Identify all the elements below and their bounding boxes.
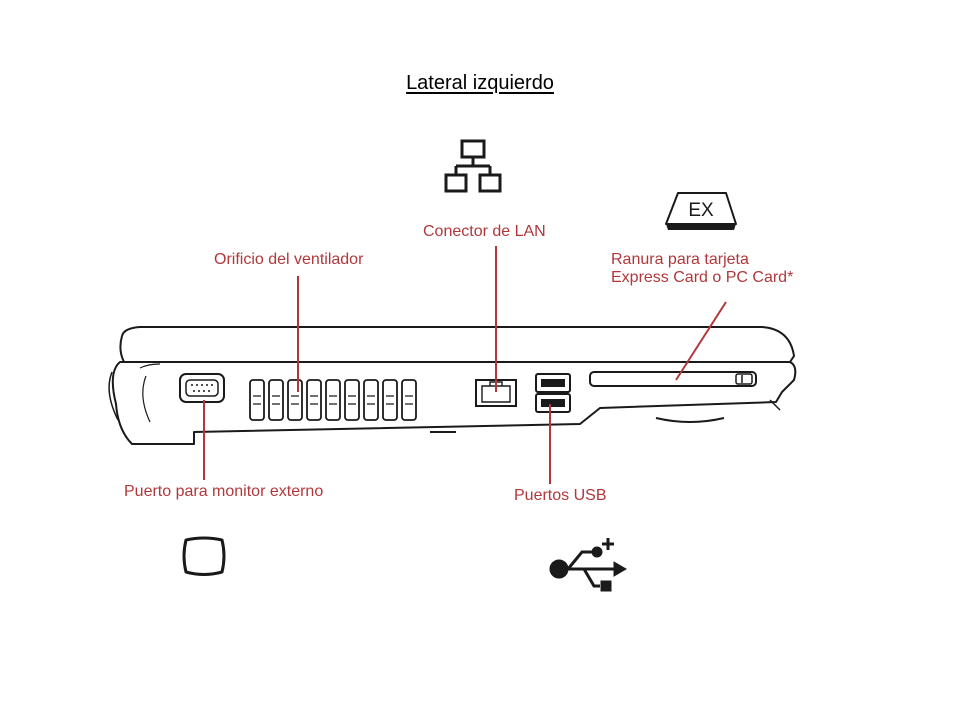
usb-icon [549, 538, 627, 592]
label-fan-vent: Orificio del ventilador [214, 251, 364, 268]
fan-vent-rib [329, 395, 337, 405]
label-card-slot-line2: Express Card o PC Card* [611, 269, 794, 286]
fan-vent-rib [253, 395, 261, 405]
monitor-icon [182, 536, 226, 576]
fan-vent-slot [325, 379, 341, 421]
fan-vents [249, 379, 417, 421]
label-usb-ports: Puertos USB [514, 487, 607, 504]
fan-vent-rib [310, 395, 318, 405]
fan-vent-slot [382, 379, 398, 421]
fan-vent-rib [291, 395, 299, 405]
page-title: Lateral izquierdo [406, 72, 554, 94]
fan-vent-rib [272, 395, 280, 405]
fan-vent-slot [344, 379, 360, 421]
fan-vent-rib [367, 395, 375, 405]
laptop-base [111, 361, 797, 445]
fan-vent-rib [386, 395, 394, 405]
label-card-slot-line1: Ranura para tarjeta [611, 251, 749, 268]
fan-vent-slot [363, 379, 379, 421]
label-lan-connector: Conector de LAN [423, 223, 546, 240]
fan-vent-slot [268, 379, 284, 421]
fan-vent-slot [306, 379, 322, 421]
express-card-icon-text: EX [688, 200, 714, 221]
laptop-lid [119, 326, 795, 363]
express-card-icon: EX [665, 192, 737, 230]
fan-vent-slot [287, 379, 303, 421]
callout-line-card [675, 301, 727, 381]
network-icon [444, 139, 502, 193]
fan-vent-slot [249, 379, 265, 421]
express-card-slot [589, 371, 757, 387]
fan-vent-slot [401, 379, 417, 421]
callout-lines [203, 246, 727, 484]
vga-port [179, 373, 225, 403]
fan-vent-rib [405, 395, 413, 405]
usb-ports [535, 373, 571, 413]
fan-vent-rib [348, 395, 356, 405]
laptop-side-view [108, 326, 797, 445]
label-monitor-port: Puerto para monitor externo [124, 483, 324, 500]
